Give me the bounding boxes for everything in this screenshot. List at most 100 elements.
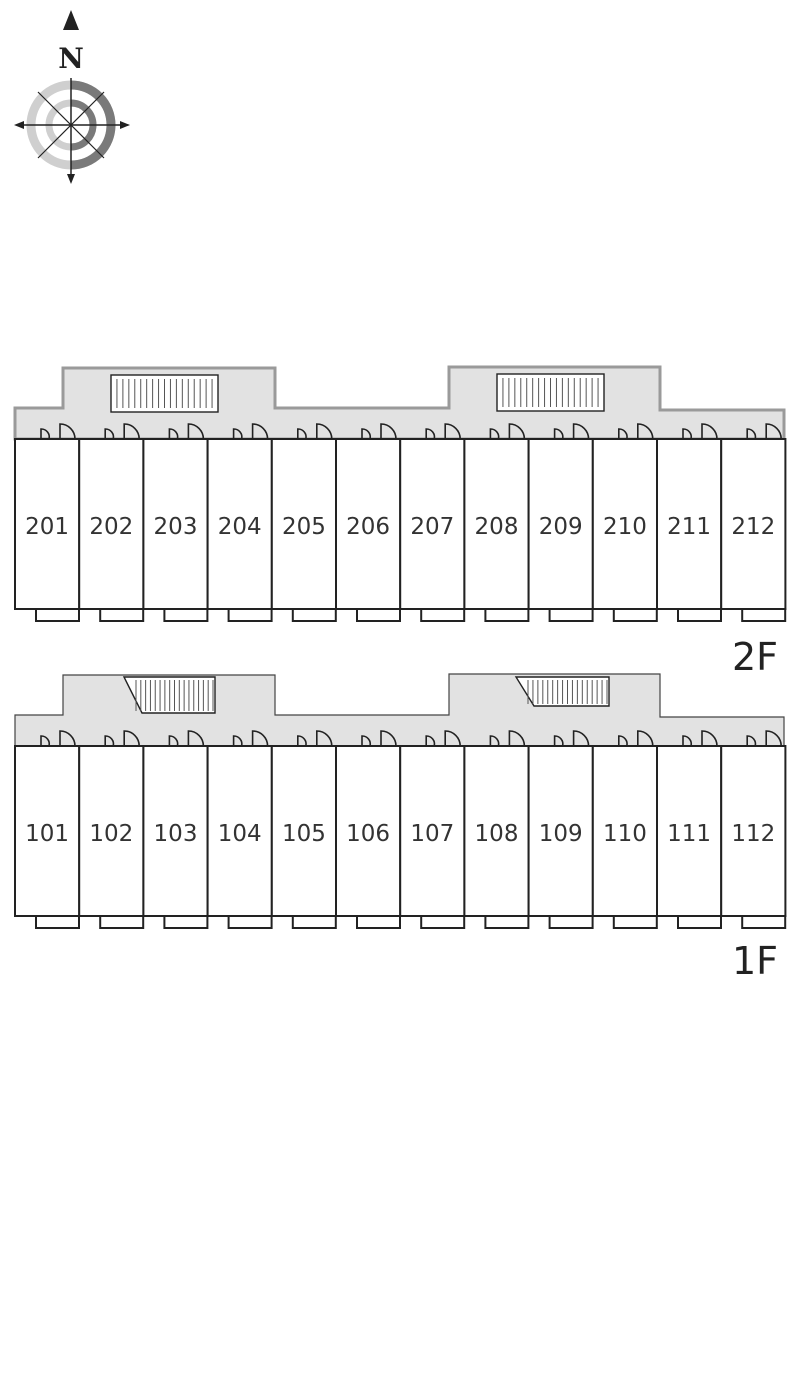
compass-icon: N: [14, 10, 130, 184]
balcony: [356, 608, 401, 622]
door-icon: [59, 423, 76, 440]
balcony: [677, 915, 722, 929]
unit-110[interactable]: 110: [591, 730, 658, 929]
stairs-icon: [110, 374, 219, 413]
door-icon: [168, 428, 179, 440]
door-icon: [765, 730, 782, 747]
unit-number: 212: [731, 514, 775, 540]
balcony: [484, 915, 530, 929]
door-icon: [297, 428, 307, 440]
balcony: [677, 608, 722, 622]
balcony: [163, 915, 209, 929]
balcony: [548, 608, 594, 622]
door-icon: [444, 423, 461, 440]
unit-202[interactable]: 202: [78, 423, 145, 622]
door-icon: [59, 730, 76, 747]
unit-204[interactable]: 204: [206, 423, 273, 622]
unit-201[interactable]: 201: [14, 423, 81, 622]
balcony: [612, 608, 658, 622]
unit-number: 112: [731, 821, 775, 847]
balcony: [741, 608, 787, 622]
unit-number: 108: [475, 821, 519, 847]
door-icon: [123, 730, 140, 747]
unit-210[interactable]: 210: [591, 423, 658, 622]
door-icon: [232, 428, 243, 440]
balcony: [484, 608, 530, 622]
unit-number: 211: [667, 514, 711, 540]
unit-number: 111: [667, 821, 711, 847]
door-icon: [637, 730, 654, 747]
balcony: [99, 915, 145, 929]
unit-106[interactable]: 106: [335, 730, 402, 929]
unit-207[interactable]: 207: [399, 423, 466, 622]
stairs-icon: [122, 676, 216, 714]
unit-number: 101: [25, 821, 69, 847]
unit-103[interactable]: 103: [142, 730, 209, 929]
unit-number: 206: [346, 514, 390, 540]
unit-number: 208: [475, 514, 519, 540]
unit-number: 201: [25, 514, 69, 540]
unit-111[interactable]: 111: [656, 730, 723, 929]
unit-102[interactable]: 102: [78, 730, 145, 929]
unit-211[interactable]: 211: [656, 423, 723, 622]
door-icon: [316, 423, 333, 440]
unit-205[interactable]: 205: [270, 423, 337, 622]
door-icon: [104, 428, 115, 440]
balcony: [420, 915, 466, 929]
balcony: [163, 608, 209, 622]
unit-number: 207: [410, 514, 454, 540]
door-icon: [232, 735, 243, 747]
unit-number: 203: [154, 514, 198, 540]
door-icon: [746, 428, 757, 440]
door-icon: [380, 423, 397, 440]
unit-105[interactable]: 105: [270, 730, 337, 929]
unit-107[interactable]: 107: [399, 730, 466, 929]
unit-108[interactable]: 108: [463, 730, 530, 929]
unit-number: 105: [282, 821, 326, 847]
unit-203[interactable]: 203: [142, 423, 209, 622]
balcony: [35, 915, 80, 929]
balcony: [548, 915, 594, 929]
balcony: [227, 915, 273, 929]
unit-104[interactable]: 104: [206, 730, 273, 929]
door-icon: [572, 730, 590, 747]
door-icon: [637, 423, 654, 440]
door-icon: [508, 423, 526, 440]
unit-number: 107: [410, 821, 454, 847]
unit-101[interactable]: 101: [14, 730, 81, 929]
unit-208[interactable]: 208: [463, 423, 530, 622]
unit-206[interactable]: 206: [335, 423, 402, 622]
unit-number: 205: [282, 514, 326, 540]
door-icon: [701, 730, 718, 747]
unit-109[interactable]: 109: [527, 730, 594, 929]
unit-number: 109: [539, 821, 583, 847]
door-icon: [104, 735, 115, 747]
floor-label: 1F: [732, 939, 778, 983]
stairs-icon: [514, 676, 610, 707]
balcony: [356, 915, 401, 929]
door-icon: [425, 735, 436, 747]
balcony: [99, 608, 145, 622]
balcony: [291, 608, 337, 622]
door-icon: [187, 730, 205, 747]
unit-number: 110: [603, 821, 647, 847]
door-icon: [40, 428, 51, 440]
door-icon: [508, 730, 526, 747]
door-icon: [682, 735, 693, 747]
door-icon: [701, 423, 718, 440]
door-icon: [553, 735, 564, 747]
unit-112[interactable]: 112: [720, 730, 787, 929]
balcony: [35, 608, 80, 622]
door-icon: [361, 428, 372, 440]
door-icon: [444, 730, 461, 747]
unit-212[interactable]: 212: [720, 423, 787, 622]
door-icon: [251, 730, 269, 747]
unit-209[interactable]: 209: [527, 423, 594, 622]
door-icon: [251, 423, 269, 440]
door-icon: [572, 423, 590, 440]
door-icon: [618, 735, 628, 747]
unit-number: 204: [218, 514, 262, 540]
stairs-icon: [496, 373, 605, 412]
